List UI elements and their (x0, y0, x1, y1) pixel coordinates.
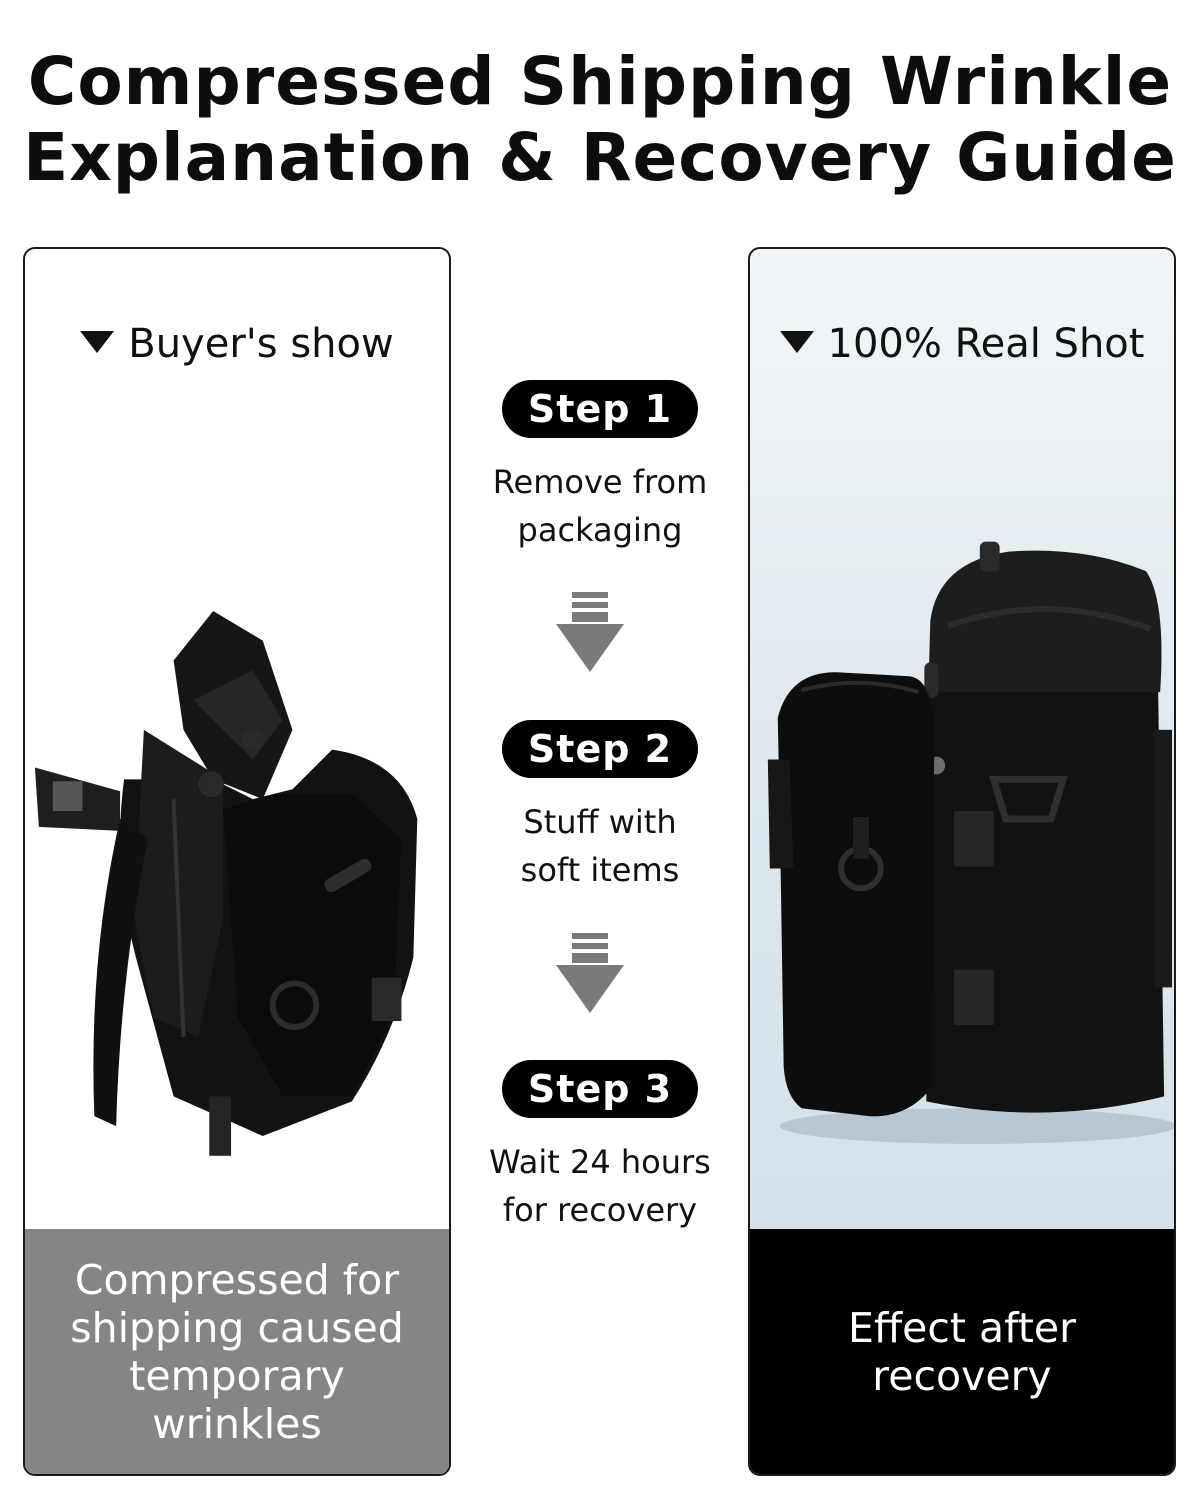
step-1-text: Remove from packaging (460, 458, 740, 554)
step-2-pill: Step 2 (502, 720, 698, 778)
triangle-down-icon (80, 331, 115, 353)
step-1-text-line-2: packaging (517, 511, 683, 549)
wrinkled-bag-photo (25, 402, 449, 1231)
step-2-text-line-2: soft items (520, 851, 680, 889)
title-line-1: Compressed Shipping Wrinkle (27, 43, 1173, 120)
step-2: Step 2 Stuff with soft items (460, 720, 740, 894)
triangle-down-icon (779, 331, 814, 353)
buyers-show-caption: Compressed for shipping caused temporary… (25, 1229, 449, 1474)
step-3-text: Wait 24 hours for recovery (460, 1138, 740, 1234)
right-caption-line-1: Effect after (847, 1303, 1077, 1352)
real-shot-label-text: 100% Real Shot (827, 321, 1145, 367)
page-title: Compressed Shipping Wrinkle Explanation … (0, 44, 1200, 196)
title-line-2: Explanation & Recovery Guide (23, 119, 1177, 196)
right-caption-line-2: recovery (872, 1351, 1052, 1400)
buyers-show-label: Buyer's show (25, 319, 449, 369)
step-3-pill: Step 3 (502, 1060, 698, 1118)
step-1-text-line-1: Remove from (492, 463, 708, 501)
buyers-show-label-text: Buyer's show (128, 321, 394, 367)
step-3-text-line-1: Wait 24 hours (489, 1143, 711, 1181)
arrow-down-icon (556, 933, 624, 1013)
left-caption-line-1: Compressed for (74, 1255, 400, 1304)
left-caption-line-3: temporary (129, 1351, 345, 1400)
arrow-down-icon (556, 592, 624, 672)
real-shot-caption: Effect after recovery (750, 1229, 1174, 1474)
step-2-text-line-1: Stuff with (523, 803, 677, 841)
step-1: Step 1 Remove from packaging (460, 380, 740, 554)
left-caption-line-4: wrinkles (152, 1399, 322, 1448)
recovered-bag-photo (767, 541, 1174, 1144)
real-shot-label: 100% Real Shot (750, 319, 1174, 369)
step-1-pill: Step 1 (502, 380, 698, 438)
step-3: Step 3 Wait 24 hours for recovery (460, 1060, 740, 1234)
left-caption-line-2: shipping caused (70, 1303, 404, 1352)
step-3-text-line-2: for recovery (502, 1191, 698, 1229)
step-2-text: Stuff with soft items (460, 798, 740, 894)
buyers-show-panel: Buyer's show Compressed for shipping cau… (23, 247, 451, 1476)
real-shot-panel: 100% Real Shot Effect after recovery (748, 247, 1176, 1476)
